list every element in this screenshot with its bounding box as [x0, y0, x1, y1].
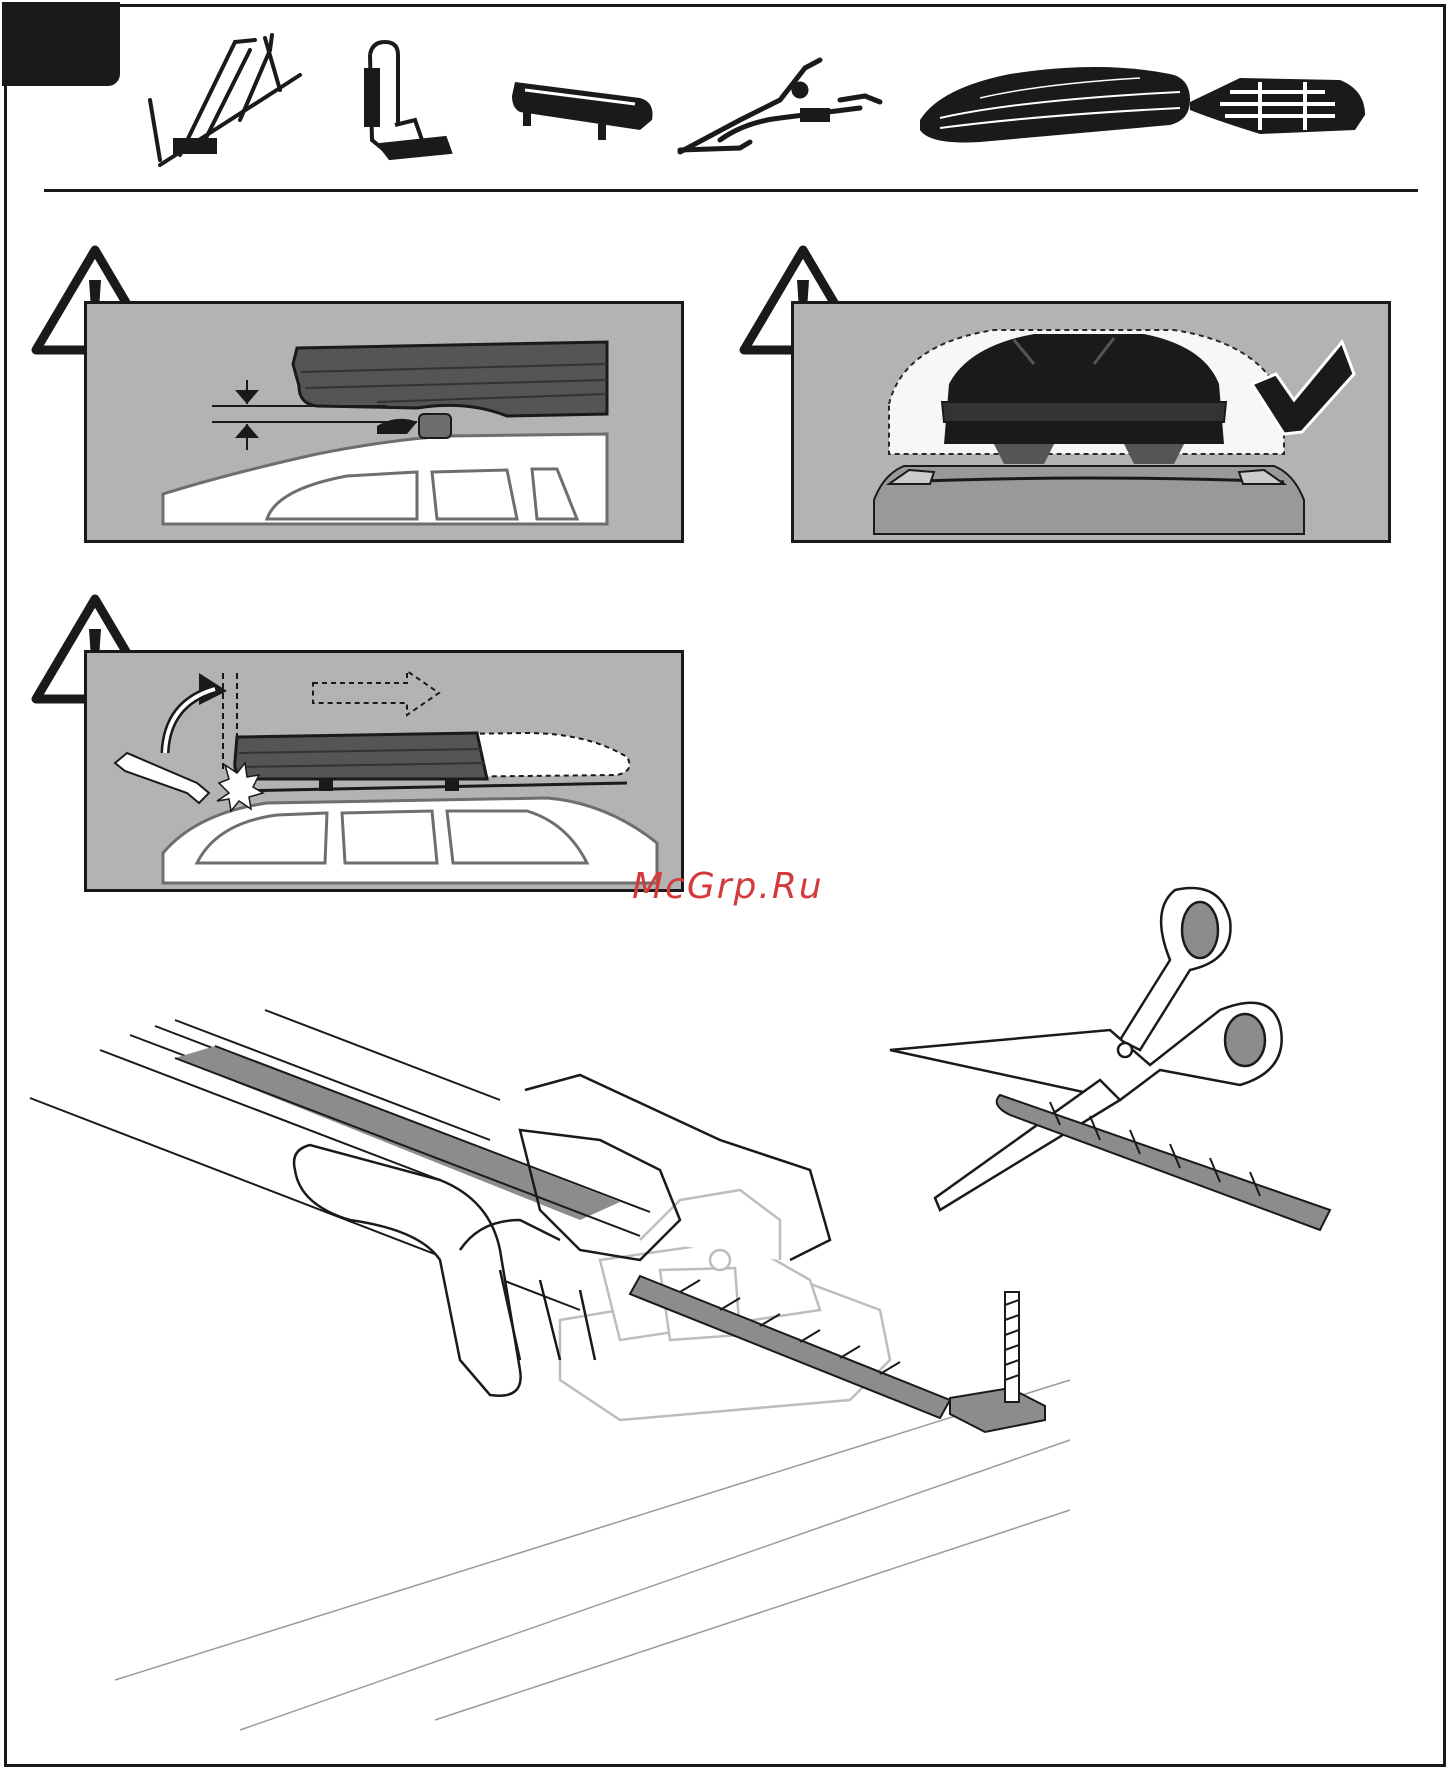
ski-carrier-icon — [512, 82, 653, 140]
accessory-icon-strip — [140, 30, 1380, 175]
scissors-icon — [890, 888, 1282, 1210]
roof-basket-icon — [1190, 78, 1365, 134]
clearance-warning-panel — [84, 301, 684, 543]
box-width-panel — [791, 301, 1391, 543]
header-divider — [44, 189, 1418, 192]
step-number-tab — [2, 2, 120, 86]
t-bolt — [950, 1292, 1045, 1432]
rubber-strip-cut — [997, 1095, 1330, 1230]
roof-box-icon — [920, 67, 1190, 143]
fork-bike-carrier-icon — [680, 60, 880, 152]
bike-carrier-icon — [150, 35, 300, 165]
box-width-illustration — [794, 304, 1388, 540]
main-assembly-illustration — [20, 840, 1440, 1760]
kayak-carrier-icon — [366, 42, 450, 158]
roof-rail-lines — [115, 1380, 1070, 1730]
clearance-illustration — [87, 304, 681, 540]
